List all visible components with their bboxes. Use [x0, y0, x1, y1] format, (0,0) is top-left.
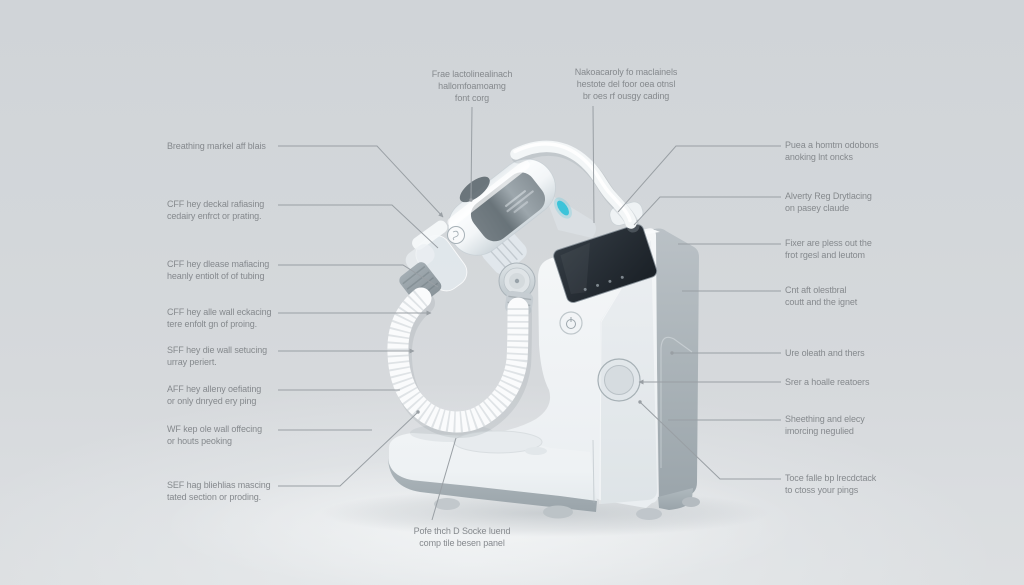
label-left-5: SFF hey die wall setucing urray periert.	[167, 345, 268, 367]
handpiece-mouthpiece	[405, 244, 435, 271]
leader-bottom-1	[431, 437, 457, 521]
accent-light	[554, 197, 572, 219]
label-right-4: Cnt aft olestbral coutt and the ignet	[785, 285, 858, 307]
label-right-6: Srer a hoalle reatoers	[785, 377, 870, 387]
label-right-3: Fixer are pless out the frot rgesl and l…	[785, 238, 872, 260]
handpiece-cap	[498, 262, 536, 300]
label-left-3: CFF hey dlease mafiacing heanly entiolt …	[167, 259, 270, 281]
leader-right-8	[640, 402, 781, 480]
leader-top-2	[592, 105, 595, 224]
label-left-4: CFF hey alle wall eckacing tere enfolt g…	[167, 307, 272, 329]
display-screen	[553, 224, 658, 303]
leader-top-1	[470, 106, 473, 200]
corrugated-hose	[387, 287, 532, 438]
leader-left-3	[278, 264, 439, 288]
foot	[434, 498, 460, 510]
label-left-7: WF kep ole wall offecing or houts peokin…	[167, 424, 262, 446]
leader-left-2	[278, 204, 439, 249]
handpiece-funnel	[543, 190, 596, 238]
foot	[543, 505, 573, 519]
label-left-8: SEF hag bliehlias mascing tated section …	[167, 480, 271, 502]
label-bottom-1: Pofe thch D Socke luend comp tile besen …	[413, 526, 511, 548]
power-button	[559, 311, 583, 335]
handpiece-badge	[447, 226, 465, 244]
handpiece-nub	[459, 176, 490, 203]
base-band	[388, 458, 597, 512]
foot	[682, 497, 700, 507]
foot	[636, 508, 662, 520]
label-right-7: Sheething and elecy imorcing negulied	[785, 414, 865, 436]
label-right-1: Puea a homtm odobons anoking lnt oncks	[785, 140, 879, 162]
label-top-1: Frae lactolinealinach hallomfoamoamg fon…	[431, 69, 513, 103]
handpiece-gray-panel	[470, 172, 546, 242]
leader-lines	[278, 105, 781, 521]
tower-side-panel	[649, 228, 699, 500]
side-port-knob	[597, 358, 641, 402]
label-left-2: CFF hey deckal rafiasing cedairy enfrct …	[167, 199, 265, 221]
label-right-5: Ure oleath and thers	[785, 348, 865, 358]
leader-right-2	[633, 196, 781, 226]
label-top-2: Nakoacaroly fo maclainels hestote del fo…	[574, 67, 678, 101]
leader-left-1	[278, 145, 444, 218]
leader-right-1	[617, 145, 781, 213]
label-right-2: Alverty Reg Drytlacing on pasey claude	[785, 191, 872, 213]
base-dock	[388, 424, 700, 520]
label-left-1: Breathing markel aff blais	[167, 141, 266, 151]
base-recess	[453, 430, 543, 454]
label-right-8: Toce falle bp lrecdctack to ctoss your p…	[785, 473, 877, 495]
label-left-6: AFF hey alleny oefiating or only dnryed …	[167, 384, 262, 406]
leader-left-8	[278, 412, 418, 487]
